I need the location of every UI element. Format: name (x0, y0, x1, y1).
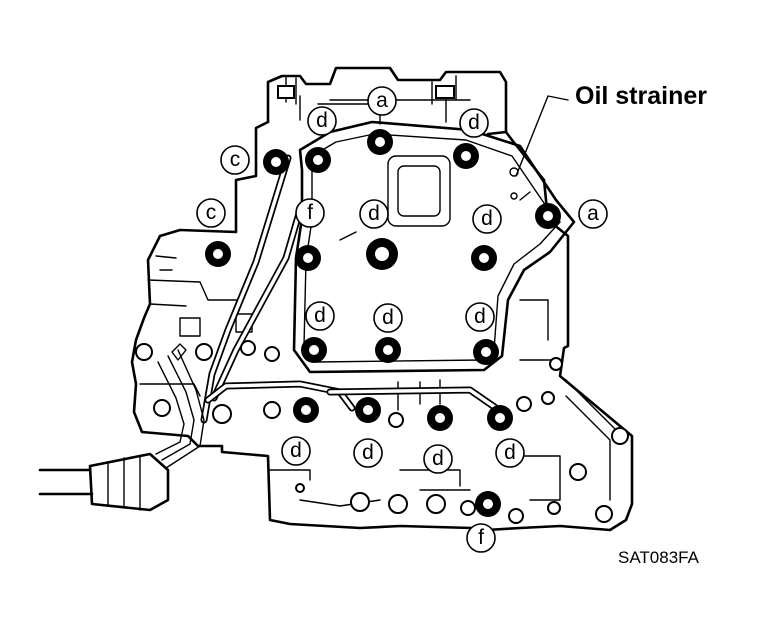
callout-letter: d (382, 306, 394, 329)
callout-letter: d (474, 305, 486, 328)
bolt (453, 143, 479, 169)
bolt (355, 397, 381, 423)
callout-letter: d (468, 111, 480, 134)
oil-strainer-label: Oil strainer (575, 82, 707, 110)
callout-circle (281, 436, 311, 466)
callout-d-top-right: d (459, 108, 489, 138)
callout-f-upper: f (295, 198, 325, 228)
bolt (375, 337, 401, 363)
bolt (263, 149, 289, 175)
callout-letter: d (481, 207, 493, 230)
callout-a-top: a (367, 86, 397, 116)
callout-circle (495, 438, 525, 468)
callout-letter: d (432, 447, 444, 470)
callout-d-mid-center: d (373, 303, 403, 333)
bolt (487, 405, 513, 431)
bolt (535, 203, 561, 229)
callout-d-top-left: d (307, 106, 337, 136)
callout-c-upper: c (220, 145, 250, 175)
callout-letter: d (290, 439, 302, 462)
callout-circle (220, 145, 250, 175)
callout-letter: d (314, 304, 326, 327)
callout-d-center: d (359, 199, 389, 229)
bolt (295, 245, 321, 271)
callout-d-low-2: d (353, 438, 383, 468)
callouts: a a c c d d d d d d d d d d d f f (196, 86, 608, 553)
callout-circle (459, 108, 489, 138)
callout-letter: d (368, 202, 380, 225)
callout-d-right: d (472, 204, 502, 234)
holes (135, 340, 629, 524)
bolt (427, 405, 453, 431)
callout-circle (359, 199, 389, 229)
bolt (301, 337, 327, 363)
callout-circle (578, 199, 608, 229)
callout-d-mid-right: d (465, 302, 495, 332)
callout-letter: d (362, 441, 374, 464)
wiring-harness (38, 343, 205, 512)
bolt (367, 129, 393, 155)
bolts (205, 129, 561, 517)
callout-circle (295, 198, 325, 228)
callout-circle (307, 106, 337, 136)
callout-circle (472, 204, 502, 234)
callout-circle (466, 523, 496, 553)
bolt (475, 491, 501, 517)
callout-d-low-3: d (423, 444, 453, 474)
callout-letter: c (206, 201, 217, 224)
callout-circle (423, 444, 453, 474)
oil-strainer-plate (292, 120, 576, 374)
callout-letter: d (316, 109, 328, 132)
bolt (305, 147, 331, 173)
callout-letter: c (230, 148, 241, 171)
callout-d-low-1: d (281, 436, 311, 466)
callout-circle (465, 302, 495, 332)
callout-a-right: a (578, 199, 608, 229)
callout-circle (353, 438, 383, 468)
callout-circle (367, 86, 397, 116)
bolt (473, 339, 499, 365)
callout-circle (196, 198, 226, 228)
bolt (293, 397, 319, 423)
callout-letter: a (587, 202, 599, 225)
callout-circle (373, 303, 403, 333)
callout-letter: d (504, 441, 516, 464)
callout-circle (305, 301, 335, 331)
callout-d-low-4: d (495, 438, 525, 468)
callout-f-bottom: f (466, 523, 496, 553)
figure-code: SAT083FA (618, 548, 699, 567)
callout-letter: f (478, 526, 484, 549)
leader-line (515, 95, 569, 177)
callout-letter: a (376, 89, 388, 112)
oil-tubes (200, 154, 500, 424)
bolt (366, 238, 398, 270)
bolt (205, 241, 231, 267)
callout-c-lower: c (196, 198, 226, 228)
bolt (471, 245, 497, 271)
callout-d-mid-left: d (305, 301, 335, 331)
callout-letter: f (307, 201, 313, 224)
